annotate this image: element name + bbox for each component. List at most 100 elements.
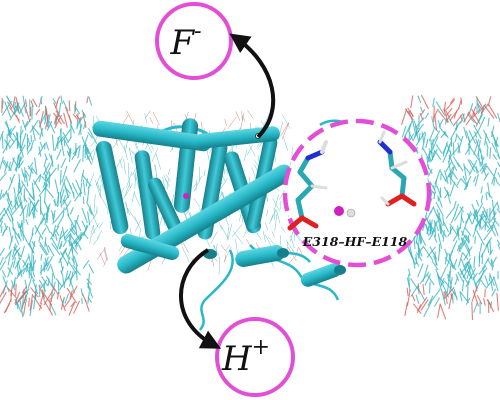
lipid-stroke bbox=[43, 157, 48, 167]
lipid-stroke bbox=[53, 209, 65, 223]
lipid-stroke bbox=[483, 172, 490, 181]
lipid-stroke bbox=[193, 175, 203, 192]
lipid-stroke bbox=[274, 194, 279, 209]
lipid-stroke bbox=[433, 149, 442, 161]
lipid-stroke bbox=[127, 207, 137, 222]
lipid-stroke bbox=[55, 277, 63, 288]
lipid-stroke bbox=[477, 116, 486, 133]
lipid-stroke bbox=[71, 248, 75, 263]
lipid-stroke bbox=[32, 187, 35, 199]
lipid-stroke bbox=[43, 187, 47, 204]
lipid-stroke bbox=[59, 129, 63, 146]
lipid-stroke bbox=[181, 246, 190, 263]
lipid-stroke bbox=[478, 251, 481, 267]
lipid-stroke bbox=[89, 236, 92, 244]
lipid-stroke bbox=[460, 230, 470, 244]
lipid-stroke bbox=[414, 125, 420, 143]
lipid-stroke bbox=[28, 201, 32, 217]
lipid-stroke bbox=[99, 252, 105, 265]
lipid-stroke bbox=[275, 209, 281, 224]
lipid-stroke bbox=[163, 174, 168, 183]
lipid-stroke bbox=[31, 249, 33, 268]
lipid-stroke bbox=[0, 291, 7, 305]
lipid-stroke bbox=[32, 98, 38, 108]
glutamate-e118 bbox=[377, 130, 417, 207]
lipid-stroke bbox=[69, 185, 75, 196]
lipid-stroke bbox=[491, 199, 495, 217]
lipid-stroke bbox=[491, 167, 498, 185]
lipid-stroke bbox=[131, 191, 135, 203]
lipid-stroke bbox=[457, 271, 464, 282]
lipid-stroke bbox=[66, 206, 70, 217]
lipid-stroke bbox=[221, 244, 227, 253]
lipid-stroke bbox=[406, 277, 410, 287]
lipid-stroke bbox=[79, 225, 89, 240]
lipid-stroke bbox=[466, 212, 473, 225]
lipid-stroke bbox=[0, 213, 5, 222]
lipid-stroke bbox=[452, 293, 454, 304]
lipid-stroke bbox=[64, 250, 70, 260]
lipid-stroke bbox=[432, 207, 440, 221]
helix-cylinder bbox=[120, 234, 180, 260]
lipid-stroke bbox=[227, 223, 233, 239]
lipid-stroke bbox=[227, 226, 229, 241]
lipid-stroke bbox=[59, 169, 62, 185]
lipid-stroke bbox=[411, 294, 416, 302]
lipid-stroke bbox=[452, 234, 458, 242]
lipid-stroke bbox=[8, 161, 11, 172]
lipid-stroke bbox=[20, 245, 26, 257]
lipid-stroke bbox=[459, 211, 463, 230]
lipid-stroke bbox=[68, 301, 76, 316]
lipid-stroke bbox=[4, 101, 12, 118]
lipid-stroke bbox=[416, 304, 422, 314]
lipid-stroke bbox=[410, 95, 414, 108]
lipid-stroke bbox=[3, 159, 12, 172]
lipid-stroke bbox=[290, 235, 295, 249]
lipid-stroke bbox=[10, 289, 13, 303]
lipid-stroke bbox=[490, 258, 494, 271]
lipid-stroke bbox=[19, 195, 24, 211]
lipid-stroke bbox=[32, 211, 35, 219]
lipid-stroke bbox=[165, 179, 170, 188]
lipid-stroke bbox=[6, 198, 13, 214]
lipid-stroke bbox=[20, 132, 27, 149]
lipid-stroke bbox=[412, 120, 416, 134]
binding-site-inset: E318–HF–E118 bbox=[282, 118, 432, 268]
lipid-stroke bbox=[439, 304, 447, 320]
lipid-stroke bbox=[407, 120, 413, 133]
lipid-stroke bbox=[53, 112, 63, 125]
lipid-stroke bbox=[429, 289, 441, 303]
lipid-stroke bbox=[64, 200, 72, 211]
lipid-stroke bbox=[431, 150, 436, 161]
lipid-stroke bbox=[475, 199, 480, 207]
fluoride-ion-bubble: F- bbox=[155, 2, 233, 80]
lipid-stroke bbox=[32, 295, 43, 310]
lipid-stroke bbox=[22, 301, 27, 316]
lipid-stroke bbox=[496, 208, 500, 214]
lipid-stroke bbox=[489, 249, 494, 256]
lipid-stroke bbox=[477, 267, 488, 283]
lipid-stroke bbox=[25, 170, 30, 177]
lipid-stroke bbox=[407, 249, 417, 265]
lipid-stroke bbox=[471, 285, 479, 302]
lipid-stroke bbox=[437, 195, 439, 202]
lipid-stroke bbox=[67, 214, 77, 231]
lipid-stroke bbox=[193, 181, 198, 188]
lipid-stroke bbox=[86, 282, 92, 291]
lipid-stroke bbox=[22, 263, 29, 275]
lipid-stroke bbox=[480, 148, 483, 160]
lipid-stroke bbox=[432, 255, 438, 266]
lipid-stroke bbox=[10, 280, 16, 291]
lipid-stroke bbox=[497, 172, 500, 179]
lipid-stroke bbox=[39, 244, 48, 256]
lipid-stroke bbox=[445, 207, 455, 219]
lipid-stroke bbox=[425, 217, 436, 232]
lipid-stroke bbox=[446, 189, 452, 204]
lipid-stroke bbox=[149, 116, 154, 124]
lipid-stroke bbox=[436, 273, 441, 287]
lipid-stroke bbox=[218, 256, 221, 275]
lipid-stroke bbox=[81, 109, 87, 118]
lipid-stroke bbox=[290, 231, 294, 242]
lipid-stroke bbox=[421, 131, 425, 144]
lipid-stroke bbox=[400, 108, 408, 125]
